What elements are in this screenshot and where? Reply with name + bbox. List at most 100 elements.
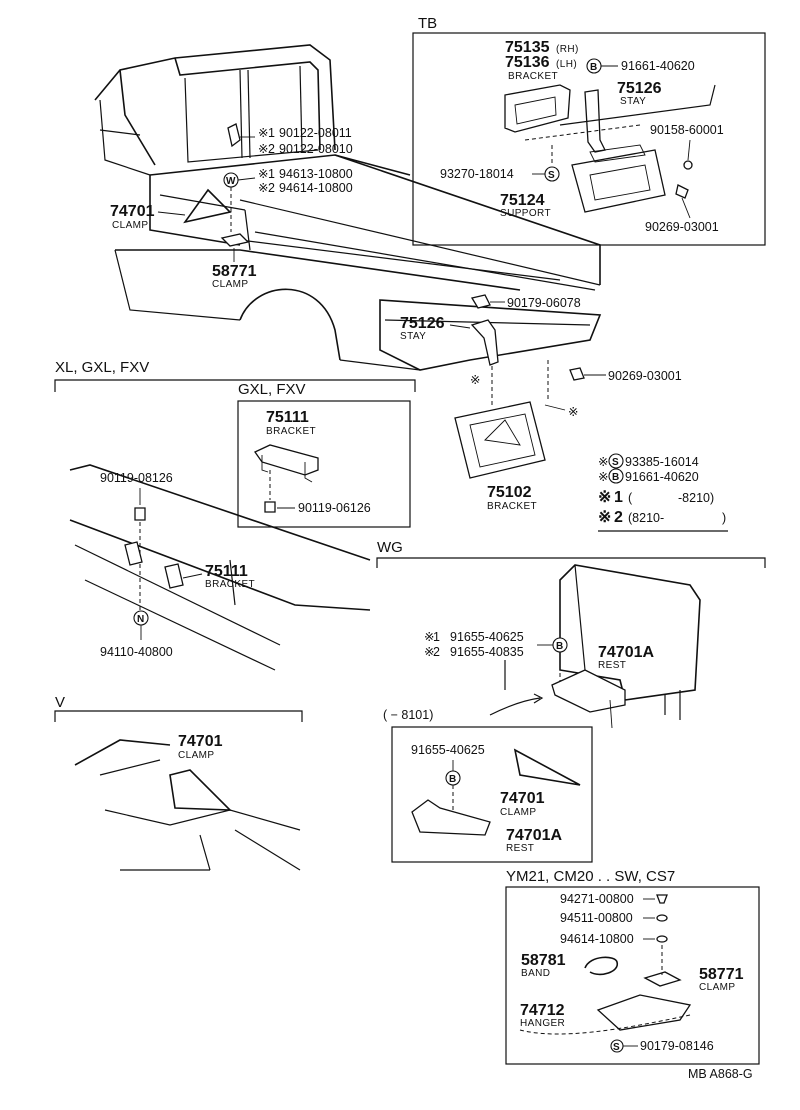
part-90122-08011: 90122-08011 (279, 126, 352, 140)
wg-arrow (489, 697, 541, 716)
xl-part-75111: 75111 (205, 563, 248, 580)
legend-range-1: -8210) (678, 491, 714, 505)
part-90179-06078: 90179-06078 (507, 296, 581, 310)
ym-clamp-shape (643, 971, 682, 987)
section-label-gxl: GXL, FXV (238, 381, 306, 398)
inset-clamp-shape (513, 748, 581, 786)
tb-part-75136: 75136 (505, 54, 550, 71)
rest-bolt (609, 699, 613, 729)
s-symbol-letter: S (548, 170, 555, 181)
tb-part-93270: 93270-18014 (440, 167, 514, 181)
v-section: V 74701 CLAMP (54, 694, 303, 871)
star-one: 1 (614, 489, 623, 506)
s-symbol-letter: S (613, 1042, 620, 1053)
bumper-mid (69, 519, 371, 611)
tb-section: TB 75135 (RH) 75136 (LH) BRACKET B 91661… (412, 15, 766, 246)
clamp-74701-shape (183, 188, 232, 224)
hook-bolt-icon (227, 123, 241, 148)
v-body-line (99, 759, 161, 776)
star-mark: ※ (598, 509, 611, 526)
bumper-top (69, 464, 371, 561)
leader-line (237, 177, 256, 181)
bolt-icon (675, 184, 689, 199)
part-75126: 75126 (400, 315, 445, 332)
ym-part-58781: 58781 (521, 952, 566, 969)
truck-body-drawing (94, 44, 602, 371)
legend-range-1-open: ( (628, 491, 633, 505)
star-mark: ※ (258, 181, 268, 195)
b-symbol-letter: B (449, 774, 456, 785)
ym-part-94614: 94614-10800 (560, 932, 634, 946)
section-label-xl: XL, GXL, FXV (55, 359, 149, 376)
xl-bracket-caption: BRACKET (205, 579, 255, 590)
s-symbol-icon (544, 166, 560, 182)
tb-lh-suffix: (LH) (556, 59, 577, 70)
tb-bracket-caption: BRACKET (508, 71, 558, 82)
footer-code: MB A868-G (688, 1067, 753, 1081)
ym-part-94271: 94271-00800 (560, 892, 634, 906)
v-part-74701: 74701 (178, 733, 223, 750)
n-symbol-letter: N (137, 614, 144, 625)
section-label-wg: WG (377, 539, 403, 556)
tb-frame (412, 32, 766, 246)
star-two: 2 (614, 509, 623, 526)
star-two: 2 (433, 645, 440, 659)
wg-inset-part-74701a: 74701A (506, 827, 562, 844)
b-symbol-icon (608, 468, 624, 484)
wg-part-91655-40625: 91655-40625 (450, 630, 524, 644)
section-label-ym: YM21, CM20 . . SW, CS7 (506, 868, 675, 885)
xl-part-94110-40800: 94110-40800 (100, 645, 173, 659)
s-symbol-icon (608, 453, 624, 469)
wg-part-74701a: 74701A (598, 644, 654, 661)
v-body-line (234, 829, 301, 871)
part-90269-03001: 90269-03001 (608, 369, 682, 383)
tb-stay-caption: STAY (620, 96, 646, 107)
star-two: 2 (268, 142, 275, 156)
tb-support-caption: SUPPORT (500, 208, 551, 219)
ym-part-58771: 58771 (699, 966, 744, 983)
ym-hanger-caption: HANGER (520, 1018, 565, 1029)
star-mark: ※ (258, 142, 268, 156)
washer-icon (656, 914, 668, 922)
leader-line (681, 197, 691, 219)
ym-band-caption: BAND (521, 968, 550, 979)
gxl-bracket-tab (304, 462, 313, 483)
gxl-part-75111: 75111 (266, 409, 309, 426)
star-two: 2 (268, 181, 275, 195)
wg-inset-bolt: 91655-40625 (411, 743, 485, 757)
part-74701: 74701 (110, 203, 155, 220)
tb-rh-suffix: (RH) (556, 44, 579, 55)
wg-rest-caption: REST (598, 660, 626, 671)
part-94614-10800: 94614-10800 (279, 181, 353, 195)
legend-range-2-close: ) (722, 511, 726, 525)
xl-part-90119-08126: 90119-08126 (100, 471, 173, 485)
b-symbol-letter: B (556, 641, 563, 652)
wg-inset-rest-caption: REST (506, 843, 534, 854)
bolt-icon (134, 507, 146, 521)
star-mark: ※ (424, 630, 434, 644)
ym-part-90179: 90179-08146 (640, 1039, 714, 1053)
wg-bracket-frame (376, 557, 766, 568)
v-clamp-caption: CLAMP (178, 750, 214, 761)
b-symbol-letter: B (612, 472, 619, 483)
xl-bracket-right (164, 563, 184, 589)
gxl-bracket-tab (261, 455, 269, 473)
star-one: 1 (268, 167, 275, 181)
support-inner (589, 164, 651, 201)
seat-back-edge (574, 564, 586, 671)
bumper-edge (229, 559, 236, 606)
b-symbol-letter: B (590, 62, 597, 73)
star-mark: ※ (598, 455, 608, 469)
wg-inset-part-74701: 74701 (500, 790, 545, 807)
band-shape (584, 956, 618, 976)
gxl-frame (237, 400, 411, 528)
hanger-shape (596, 994, 692, 1031)
tb-part-75124: 75124 (500, 192, 545, 209)
clamp2-caption: CLAMP (212, 279, 248, 290)
main-callouts: ※ 1 90122-08011 ※ 2 90122-08010 W ※ 1 94… (110, 123, 682, 512)
v-body-line (104, 809, 301, 831)
legend-range-2: (8210- (628, 511, 664, 525)
section-label-tb: TB (418, 15, 437, 32)
washer-icon (656, 935, 668, 943)
bracket-75102-shape (454, 401, 546, 479)
